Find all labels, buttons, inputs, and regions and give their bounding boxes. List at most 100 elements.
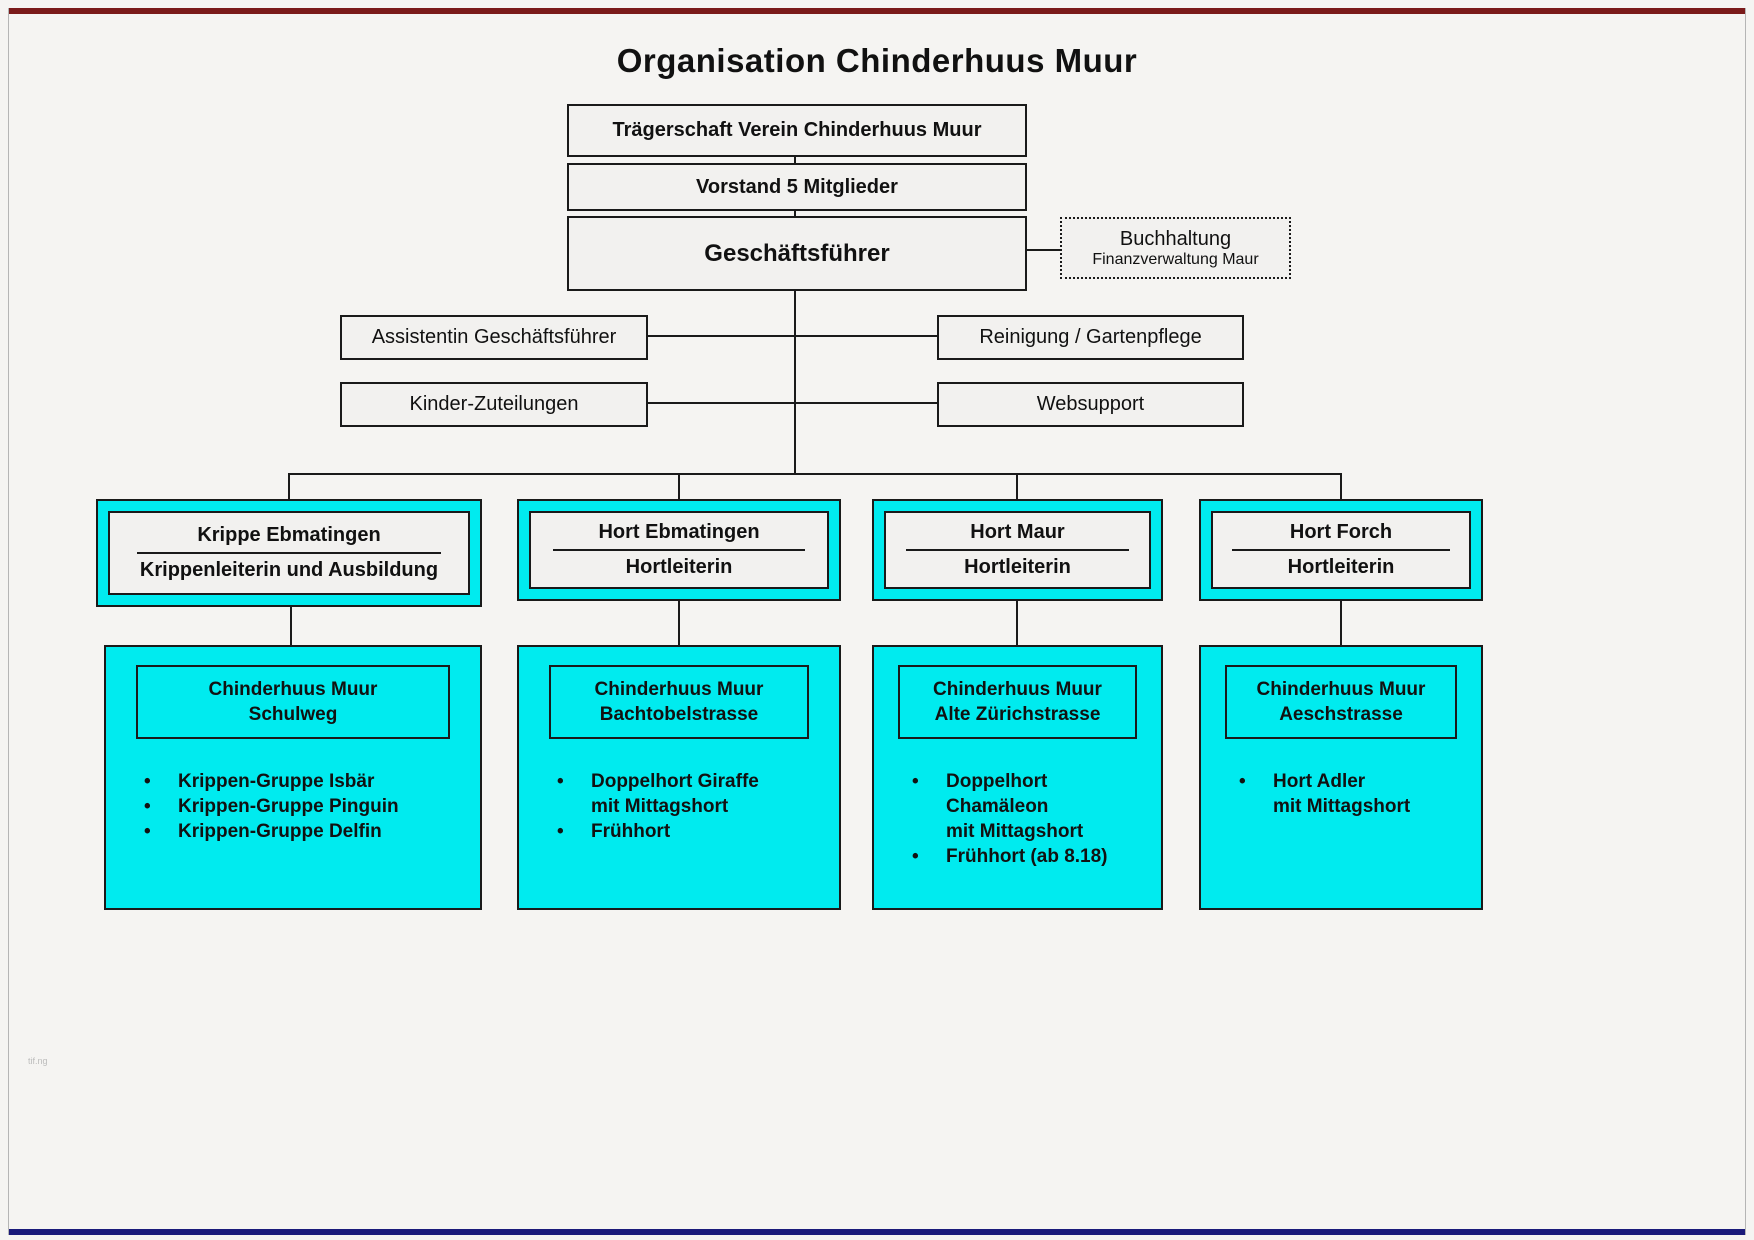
connector-line (796, 402, 937, 404)
site-box-bachtobelstrasse: Chinderhuus Muur Bachtobelstrasse Doppel… (517, 645, 841, 910)
bullet-text: mit Mittagshort (1273, 796, 1411, 817)
bullet-text: Chamäleon (946, 796, 1049, 817)
bullet-icon (912, 844, 946, 869)
bullet-icon (144, 819, 178, 844)
list-item: Frühhort (557, 819, 831, 844)
connector-line (644, 402, 794, 404)
bullet-text: Doppelhort Giraffe (591, 771, 759, 792)
list-item: Krippen-Gruppe Delfin (144, 819, 472, 844)
box-traegerschaft-label: Trägerschaft Verein Chinderhuus Muur (612, 119, 982, 141)
page-title: Organisation Chinderhuus Muur (616, 42, 1138, 79)
site-title-box: Chinderhuus Muur Alte Zürichstrasse (898, 665, 1137, 739)
bullet-text: mit Mittagshort (946, 821, 1084, 842)
branch-title: Hort Maur (970, 521, 1065, 543)
site-title-line2: Alte Zürichstrasse (934, 704, 1101, 725)
branch-inner: Hort Forch Hortleiterin (1211, 511, 1471, 589)
box-geschaeftsfuehrer-label: Geschäftsführer (704, 239, 890, 267)
list-item: Doppelhort Giraffe mit Mittagshort (557, 769, 831, 819)
connector-line (1016, 601, 1018, 645)
connector-line (1340, 473, 1342, 499)
branch-title: Krippe Ebmatingen (197, 524, 381, 546)
bullet-icon (1239, 769, 1273, 819)
box-vorstand: Vorstand 5 Mitglieder (567, 163, 1027, 211)
site-title-line1: Chinderhuus Muur (208, 679, 378, 700)
buchhaltung-line1: Buchhaltung (1119, 227, 1232, 250)
connector-line (1340, 601, 1342, 645)
bullet-list: Krippen-Gruppe Isbär Krippen-Gruppe Ping… (106, 769, 480, 844)
bullet-icon (144, 794, 178, 819)
branch-box-hort-forch: Hort Forch Hortleiterin (1199, 499, 1483, 601)
connector-line (288, 473, 1342, 475)
branch-title: Hort Ebmatingen (598, 521, 760, 543)
connector-line (288, 473, 290, 499)
site-title-line2: Schulweg (248, 704, 338, 725)
bullet-text: Krippen-Gruppe Pinguin (178, 796, 399, 817)
site-box-aeschstrasse: Chinderhuus Muur Aeschstrasse Hort Adler… (1199, 645, 1483, 910)
site-box-schulweg: Chinderhuus Muur Schulweg Krippen-Gruppe… (104, 645, 482, 910)
connector-line (1016, 473, 1018, 499)
box-websupport-label: Websupport (1036, 393, 1145, 415)
branch-box-hort-ebmatingen: Hort Ebmatingen Hortleiterin (517, 499, 841, 601)
divider-line (553, 549, 805, 551)
bullet-text: Hort Adler (1273, 771, 1366, 792)
bullet-list: Doppelhort Chamäleon mit Mittagshort Frü… (874, 769, 1161, 869)
site-title-box: Chinderhuus Muur Schulweg (136, 665, 450, 739)
branch-inner: Krippe Ebmatingen Krippenleiterin und Au… (108, 511, 470, 595)
site-title-line2: Bachtobelstrasse (599, 704, 759, 725)
watermark-text: tif.ng (28, 1056, 48, 1066)
buchhaltung-line2: Finanzverwaltung Maur (1092, 250, 1259, 268)
bullet-text: mit Mittagshort (591, 796, 729, 817)
connector-line (290, 607, 292, 645)
box-geschaeftsfuehrer: Geschäftsführer (567, 216, 1027, 291)
box-kinder-zuteilungen-label: Kinder-Zuteilungen (409, 393, 579, 415)
bullet-text: Doppelhort (946, 771, 1048, 792)
divider-line (905, 549, 1130, 551)
connector-line (1023, 249, 1060, 251)
bullet-icon (557, 769, 591, 819)
site-title-box: Chinderhuus Muur Aeschstrasse (1225, 665, 1457, 739)
box-buchhaltung: Buchhaltung Finanzverwaltung Maur (1060, 217, 1291, 279)
connector-line (678, 473, 680, 499)
site-title-line1: Chinderhuus Muur (1256, 679, 1426, 700)
list-item: Krippen-Gruppe Isbär (144, 769, 472, 794)
bullet-list: Doppelhort Giraffe mit Mittagshort Frühh… (519, 769, 839, 844)
connector-line (796, 335, 937, 337)
box-assistentin-label: Assistentin Geschäftsführer (371, 326, 617, 348)
branch-subtitle: Hortleiterin (1287, 556, 1395, 578)
frame-top-bar (8, 8, 1746, 14)
bullet-icon (557, 819, 591, 844)
box-reinigung-label: Reinigung / Gartenpflege (979, 326, 1202, 348)
frame-bottom-bar (8, 1229, 1746, 1235)
site-title-line1: Chinderhuus Muur (933, 679, 1102, 700)
bullet-icon (144, 769, 178, 794)
box-traegerschaft: Trägerschaft Verein Chinderhuus Muur (567, 104, 1027, 157)
list-item: Hort Adler mit Mittagshort (1239, 769, 1473, 819)
bullet-text: Frühhort (591, 821, 671, 842)
bullet-icon (912, 769, 946, 844)
site-box-alte-zuerichstrasse: Chinderhuus Muur Alte Zürichstrasse Dopp… (872, 645, 1163, 910)
box-kinder-zuteilungen: Kinder-Zuteilungen (340, 382, 648, 427)
branch-box-hort-maur: Hort Maur Hortleiterin (872, 499, 1163, 601)
connector-line (678, 601, 680, 645)
frame-left-edge (8, 8, 9, 1235)
bullet-text: Krippen-Gruppe Delfin (178, 821, 382, 842)
branch-inner: Hort Ebmatingen Hortleiterin (529, 511, 829, 589)
site-title-line2: Aeschstrasse (1279, 704, 1403, 725)
box-websupport: Websupport (937, 382, 1244, 427)
frame-right-edge (1745, 8, 1746, 1235)
site-title-line1: Chinderhuus Muur (594, 679, 764, 700)
branch-subtitle: Krippenleiterin und Ausbildung (139, 559, 439, 581)
branch-subtitle: Hortleiterin (625, 556, 733, 578)
branch-box-krippe-ebmatingen: Krippe Ebmatingen Krippenleiterin und Au… (96, 499, 482, 607)
box-vorstand-label: Vorstand 5 Mitglieder (696, 175, 898, 198)
connector-line (644, 335, 794, 337)
branch-inner: Hort Maur Hortleiterin (884, 511, 1151, 589)
list-item: Frühhort (ab 8.18) (912, 844, 1153, 869)
divider-line (136, 552, 442, 554)
connector-line (794, 150, 796, 474)
box-assistentin: Assistentin Geschäftsführer (340, 315, 648, 360)
branch-subtitle: Hortleiterin (964, 556, 1071, 578)
bullet-text: Frühhort (ab 8.18) (946, 846, 1108, 867)
list-item: Krippen-Gruppe Pinguin (144, 794, 472, 819)
